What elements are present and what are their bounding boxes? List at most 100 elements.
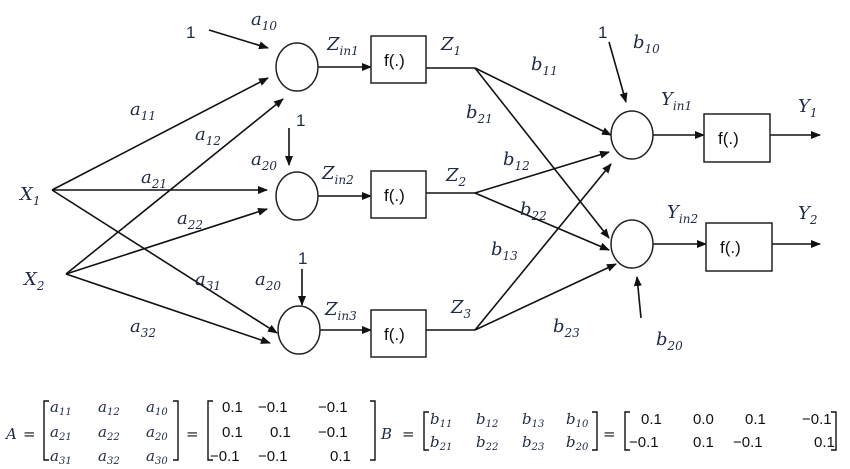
input-x1-label: X1	[18, 184, 40, 208]
matrix-a-symbol-base: a	[50, 398, 59, 416]
matrix-b-symbol: b22	[476, 433, 498, 453]
matrix-b-symbol-sub: 22	[485, 442, 499, 453]
matrix-b-symbol-base: b	[430, 410, 440, 428]
activation-box-hidden-1	[370, 35, 427, 84]
edge-z3-o1	[474, 163, 612, 331]
nodes	[275, 35, 773, 358]
hidden-neuron-3	[277, 305, 321, 355]
matrix-a-symbol: a30	[146, 447, 168, 467]
input-x2-label: X2	[22, 269, 44, 293]
weight-label-b21-sub: 21	[477, 112, 493, 126]
edge-z1-o2	[474, 67, 610, 239]
edge-z2-o1	[474, 150, 610, 194]
weight-label-a12-base: a	[195, 124, 206, 145]
yin2-label-sub: in2	[679, 212, 698, 226]
activation-box-hidden-3	[370, 309, 427, 358]
z1-label: Z1	[440, 34, 461, 58]
matrix-b-symbol: b11	[430, 410, 452, 430]
matrix-a-symbols-left-bracket	[43, 400, 49, 461]
matrix-a-symbol: a22	[98, 423, 120, 443]
yin2-label: Yin2	[667, 202, 698, 226]
output-neuron-2	[610, 219, 654, 269]
matrix-a-symbol: a11	[50, 398, 72, 418]
y2-label-sub: 2	[809, 213, 818, 227]
matrix-b-symbols-left-bracket	[423, 411, 429, 451]
weight-label-a11-sub: 11	[141, 109, 156, 123]
labels: f(.)f(.)f(.)f(.)f(.)X1X2Zin1Zin2Zin3Z1Z2…	[18, 9, 818, 353]
matrix-b-symbol-sub: 23	[531, 442, 545, 453]
matrix-a-symbol-base: a	[146, 423, 155, 441]
activation-box-output-1	[703, 113, 771, 163]
matrix-b-symbol-sub: 10	[576, 419, 589, 430]
weight-label-b13-base: b	[491, 239, 503, 260]
weight-label-a32: a32	[130, 316, 156, 340]
matrix-a-value: 0.1	[222, 424, 243, 441]
matrix-b-symbol-sub: 12	[486, 419, 499, 430]
matrix-b-value: 0.1	[814, 434, 835, 451]
weight-label-b20-sub: 20	[667, 339, 684, 353]
yin1-label: Yin1	[661, 89, 692, 113]
input-x1-label-base: X	[18, 184, 34, 205]
matrix-a-symbol: a32	[98, 447, 120, 467]
activation-label: f(.)	[384, 325, 405, 344]
matrix-b-symbol-base: b	[476, 433, 486, 451]
z3-label: Z3	[450, 297, 472, 321]
weight-label-b10-sub: 10	[645, 42, 661, 56]
matrix-b-symbol-base: b	[522, 410, 532, 428]
z2-label-base: Z	[445, 165, 459, 186]
weight-label-a20-sub: 20	[265, 279, 282, 293]
edge-x1-h1	[51, 77, 269, 191]
weight-label-a32-sub: 32	[141, 326, 156, 340]
weight-label-a20-base: a	[251, 149, 262, 170]
weight-label-b22: b22	[520, 199, 547, 223]
y1-label-base: Y	[798, 96, 812, 117]
zin1-label: Zin1	[326, 34, 359, 58]
z2-label: Z2	[445, 165, 466, 189]
matrix-a-symbol-sub: 12	[107, 407, 120, 418]
matrix-a-symbol-sub: 31	[59, 456, 72, 467]
bias-arrow-o2	[633, 276, 642, 319]
weight-label-a22-base: a	[177, 208, 188, 229]
weight-label-b10-base: b	[633, 32, 645, 53]
weight-label-a31-base: a	[195, 269, 206, 290]
matrix-a-value: −0.1	[210, 448, 240, 465]
matrix-b-symbol-base: b	[430, 433, 440, 451]
matrix-a-symbol-sub: 32	[107, 456, 120, 467]
edge-z1-o1	[474, 67, 612, 136]
weight-label-b23-sub: 23	[564, 326, 581, 340]
zin3-label: Zin3	[324, 299, 357, 323]
weight-label-a31: a31	[195, 269, 221, 293]
output-neuron-1	[610, 110, 654, 160]
hidden-neuron-2	[275, 171, 319, 221]
weight-label-b21: b21	[466, 102, 493, 126]
edge-z2-o2	[474, 192, 610, 251]
zin1-label-base: Z	[326, 34, 340, 55]
edge-x2-h2	[65, 207, 268, 275]
matrix-b-values-right-bracket	[831, 411, 837, 451]
weight-label-a20: a20	[255, 269, 281, 293]
matrix-b-symbol-sub: 13	[532, 419, 545, 430]
matrix-a-value: −0.1	[318, 424, 348, 441]
matrix-a-symbol-sub: 10	[155, 407, 168, 418]
matrix-a-symbol-base: a	[50, 423, 59, 441]
weight-label-a10-base: a	[251, 9, 262, 30]
z1-label-base: Z	[440, 34, 454, 55]
matrix-b-symbol: b13	[522, 410, 544, 430]
weight-label-b12: b12	[503, 149, 530, 173]
bias-input-2: 1	[296, 111, 305, 130]
matrix-b-value: −0.1	[802, 411, 832, 428]
z2-label-sub: 2	[458, 175, 467, 189]
yin1-label-base: Y	[661, 89, 675, 110]
bias-arrow-o1	[608, 41, 628, 103]
weight-label-a21: a21	[141, 167, 167, 191]
matrix-a-symbol-base: a	[146, 447, 155, 465]
yin2-label-base: Y	[667, 202, 681, 223]
matrix-b-value: 0.1	[745, 411, 766, 428]
matrix-b-symbol-base: b	[522, 433, 532, 451]
matrix-b-symbol-sub: 20	[575, 442, 589, 453]
zin3-label-base: Z	[324, 299, 338, 320]
matrix-a-value: 0.1	[330, 448, 351, 465]
weight-label-a32-base: a	[130, 316, 141, 337]
equals-sign: =	[402, 425, 415, 443]
z3-label-sub: 3	[464, 307, 472, 321]
